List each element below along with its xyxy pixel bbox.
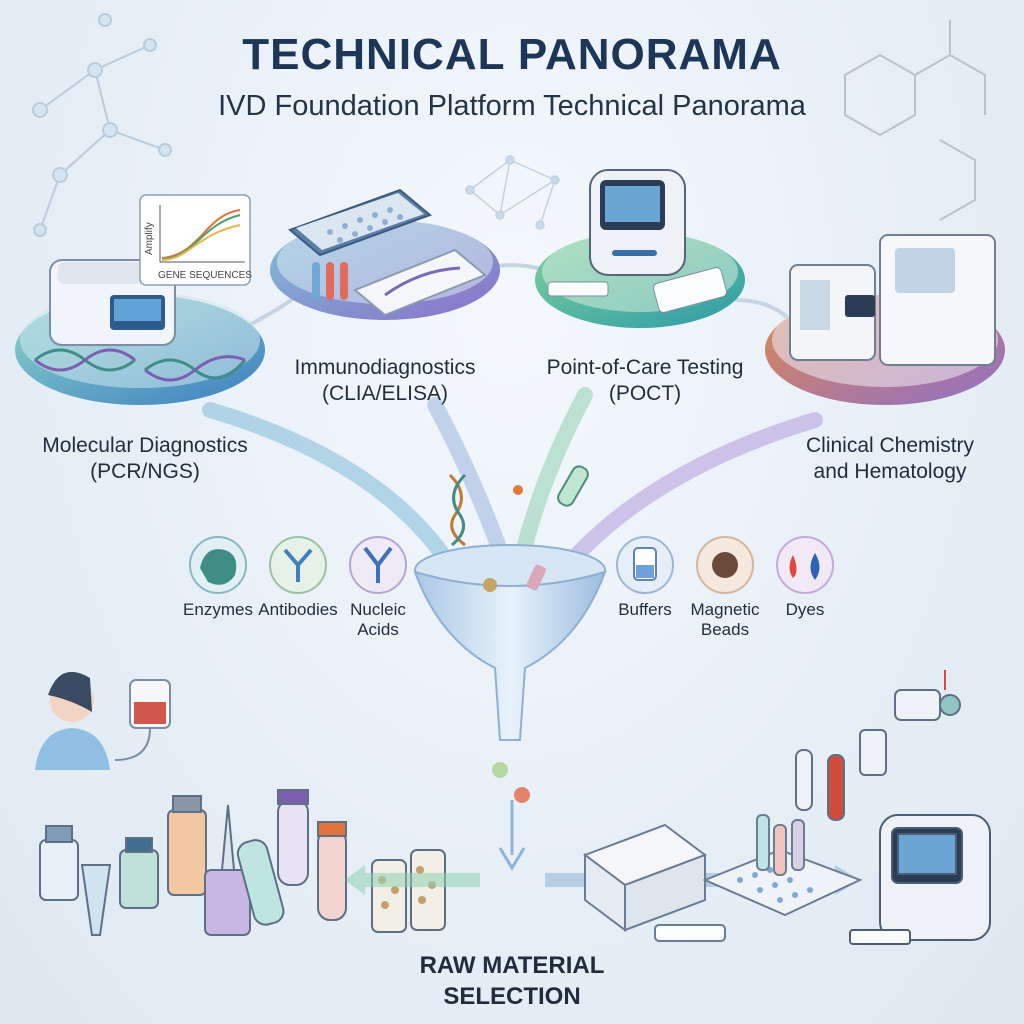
funnel-icon (413, 544, 607, 741)
material-dyes: Dyes (785, 600, 825, 619)
pcr-callout (139, 194, 251, 286)
dna-floating-icon (448, 473, 467, 547)
microfluidic-chip-icon (353, 248, 487, 317)
dna-helix-icon (34, 348, 247, 382)
material-icon-circles (189, 536, 834, 594)
reagent-bottles-icon (39, 789, 446, 936)
material-buffers: Buffers (618, 600, 672, 619)
label-immunodiagnostics: Immunodiagnostics (CLIA/ELISA) (294, 356, 476, 406)
poct-analyzer-icon (589, 169, 686, 276)
raw-material-selection-label: RAW MATERIAL SELECTION (419, 952, 605, 1011)
test-tubes-icon (312, 262, 348, 300)
blood-bag-icon (114, 679, 171, 761)
test-kit-box-icon (582, 823, 708, 932)
microscope-flask-icon (894, 670, 961, 721)
network-mesh (465, 155, 560, 230)
chemistry-analyzer-icon (789, 234, 996, 366)
material-magnetic-beads: Magnetic Beads (690, 600, 760, 640)
test-strip-icon (547, 267, 728, 313)
particle-dot (513, 485, 523, 495)
flow-arrows (202, 387, 823, 576)
output-arrow (492, 762, 530, 871)
page-subtitle: IVD Foundation Platform Technical Panora… (218, 90, 806, 122)
microplate-icon (288, 188, 432, 257)
label-clinical-chemistry: Clinical Chemistry and Hematology (805, 434, 975, 484)
blood-tubes-icon (795, 729, 887, 821)
molecule-decoration-left (32, 13, 172, 237)
label-poct: Point-of-Care Testing (POCT) (546, 356, 744, 406)
lab-worker-icon (35, 671, 110, 770)
material-antibodies: Antibodies (258, 600, 338, 619)
material-nucleic-acids: Nucleic Acids (350, 600, 406, 640)
test-cassette-icon (654, 924, 726, 942)
label-molecular-diagnostics: Molecular Diagnostics (PCR/NGS) (42, 434, 248, 484)
vial-floating-icon (557, 465, 589, 507)
bench-analyzer-icon (849, 814, 991, 945)
molecule-decoration-right (844, 20, 986, 221)
sample-plate-icon (702, 814, 863, 917)
material-enzymes: Enzymes (183, 600, 253, 619)
page-title: TECHNICAL PANORAMA (242, 30, 782, 79)
